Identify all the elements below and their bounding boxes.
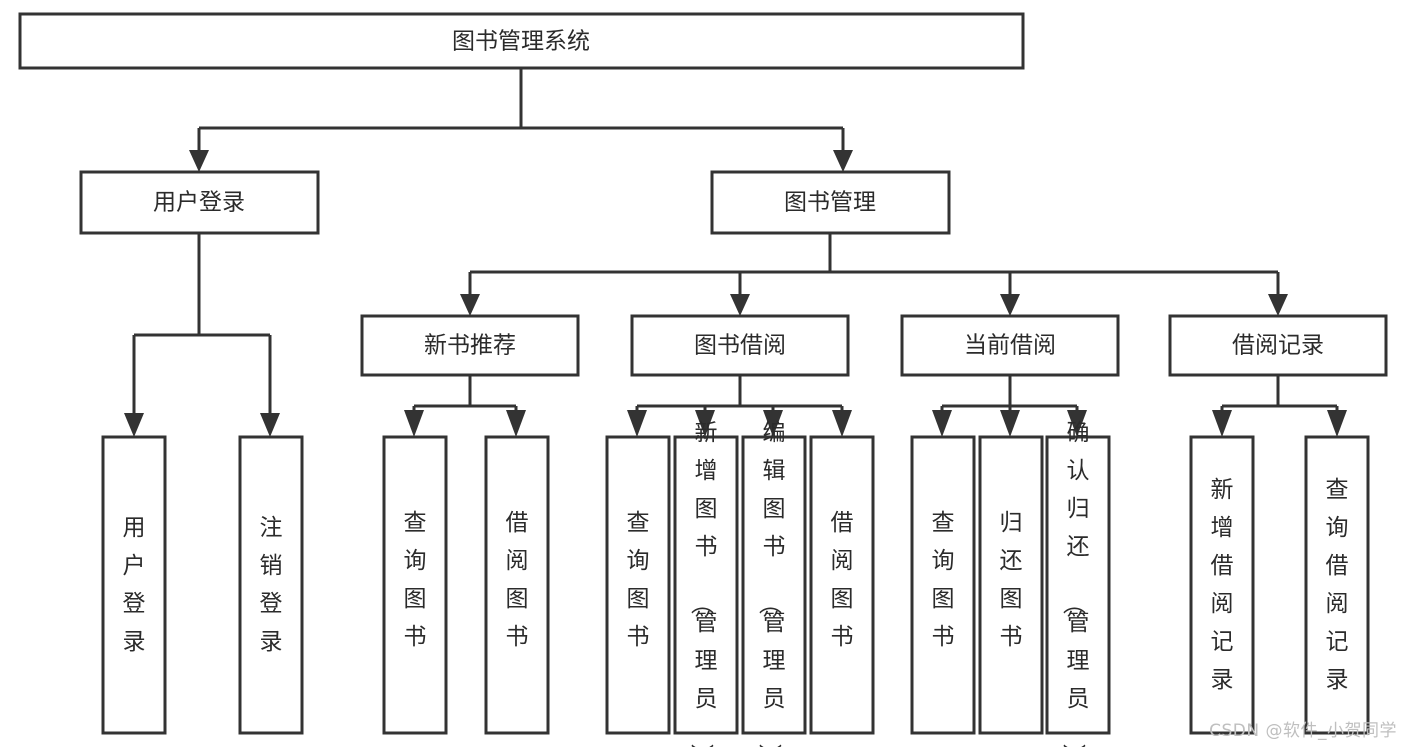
connector-root-to-level2: [189, 68, 853, 172]
node-user-login-label: 用户登录: [153, 190, 245, 216]
node-leaf-query-book-2[interactable]: 查询图书: [605, 435, 671, 735]
node-box[interactable]: [673, 435, 739, 735]
arrow-head-icon: [189, 150, 209, 172]
arrow-head-icon: [932, 410, 952, 437]
node-leaf-query-book-1[interactable]: 查询图书: [382, 435, 448, 735]
node-borrow-record[interactable]: 借阅记录: [1168, 314, 1388, 377]
csdn-watermark: CSDN @软件_小贺同学: [1209, 721, 1397, 741]
node-leaf-add-book-admin-label: 新增图书（管理员）: [689, 420, 718, 747]
arrow-head-icon: [695, 410, 715, 437]
node-leaf-logout-login-label: 注销登录: [260, 515, 283, 655]
node-root[interactable]: 图书管理系统: [18, 12, 1025, 70]
node-box[interactable]: [900, 314, 1120, 377]
node-box[interactable]: [1189, 435, 1255, 735]
arrow-head-icon: [1327, 410, 1347, 437]
arrow-head-icon: [506, 410, 526, 437]
connector-book-management-to-level3: [460, 233, 1288, 316]
node-box[interactable]: [382, 435, 448, 735]
node-leaf-borrow-book-1[interactable]: 借阅图书: [484, 435, 550, 735]
arrow-head-icon: [404, 410, 424, 437]
node-leaf-add-book-admin[interactable]: 新增图书（管理员）: [673, 420, 739, 747]
node-box[interactable]: [630, 314, 850, 377]
node-box[interactable]: [741, 435, 807, 735]
node-leaf-query-borrow-record[interactable]: 查询借阅记录: [1304, 435, 1370, 735]
node-leaf-logout-login[interactable]: 注销登录: [238, 435, 304, 735]
node-box[interactable]: [605, 435, 671, 735]
arrow-head-icon: [1000, 294, 1020, 316]
arrow-head-icon: [460, 294, 480, 316]
connector-borrow-record-to-leaves: [1212, 375, 1347, 437]
arrow-head-icon: [1212, 410, 1232, 437]
node-leaf-query-borrow-record-label: 查询借阅记录: [1326, 477, 1349, 693]
node-user-login[interactable]: 用户登录: [79, 170, 320, 235]
node-box[interactable]: [809, 435, 875, 735]
node-leaf-borrow-book-2-label: 借阅图书: [831, 510, 854, 650]
node-leaf-query-book-3-label: 查询图书: [932, 510, 955, 650]
node-leaf-return-book[interactable]: 归还图书: [978, 435, 1044, 735]
node-leaf-confirm-return-admin[interactable]: 确认归还（管理员）: [1045, 420, 1111, 747]
node-leaf-query-book-3[interactable]: 查询图书: [910, 435, 976, 735]
node-book-management-label: 图书管理: [784, 190, 876, 216]
node-leaf-edit-book-admin[interactable]: 编辑图书（管理员）: [741, 420, 807, 747]
arrow-head-icon: [763, 410, 783, 437]
node-box[interactable]: [79, 170, 320, 235]
node-box[interactable]: [1304, 435, 1370, 735]
node-box[interactable]: [238, 435, 304, 735]
node-book-management[interactable]: 图书管理: [710, 170, 951, 235]
node-root-label: 图书管理系统: [452, 29, 590, 55]
arrow-head-icon: [260, 413, 280, 437]
node-box[interactable]: [484, 435, 550, 735]
node-box[interactable]: [18, 12, 1025, 70]
connector-new-book-recommend-to-leaves: [404, 375, 526, 437]
node-current-borrow-label: 当前借阅: [964, 333, 1056, 359]
node-book-borrow[interactable]: 图书借阅: [630, 314, 850, 377]
arrow-head-icon: [1000, 410, 1020, 437]
node-box[interactable]: [101, 435, 167, 735]
node-leaf-user-login-label: 用户登录: [123, 515, 146, 655]
node-leaf-user-login[interactable]: 用户登录: [101, 435, 167, 735]
connector-current-borrow-to-leaves: [932, 375, 1087, 437]
node-leaf-add-borrow-record[interactable]: 新增借阅记录: [1189, 435, 1255, 735]
connector-user-login-to-leaves: [124, 233, 280, 437]
node-leaf-return-book-label: 归还图书: [1000, 510, 1023, 650]
node-box[interactable]: [910, 435, 976, 735]
arrow-head-icon: [627, 410, 647, 437]
node-current-borrow[interactable]: 当前借阅: [900, 314, 1120, 377]
node-box[interactable]: [360, 314, 580, 377]
arrow-head-icon: [833, 150, 853, 172]
arrow-head-icon: [124, 413, 144, 437]
node-leaf-edit-book-admin-label: 编辑图书（管理员）: [757, 420, 786, 747]
arrow-head-icon: [1067, 410, 1087, 437]
arrow-head-icon: [832, 410, 852, 437]
node-box[interactable]: [1045, 435, 1111, 735]
node-borrow-record-label: 借阅记录: [1232, 333, 1324, 359]
connector-book-borrow-to-leaves: [627, 375, 852, 437]
node-leaf-query-book-1-label: 查询图书: [404, 510, 427, 650]
node-leaf-add-borrow-record-label: 新增借阅记录: [1211, 477, 1234, 693]
node-new-book-recommend-label: 新书推荐: [424, 333, 516, 359]
node-box[interactable]: [710, 170, 951, 235]
node-leaf-borrow-book-1-label: 借阅图书: [506, 510, 529, 650]
node-new-book-recommend[interactable]: 新书推荐: [360, 314, 580, 377]
node-box[interactable]: [978, 435, 1044, 735]
node-box[interactable]: [1168, 314, 1388, 377]
arrow-head-icon: [1268, 294, 1288, 316]
arrow-head-icon: [730, 294, 750, 316]
node-leaf-borrow-book-2[interactable]: 借阅图书: [809, 435, 875, 735]
node-leaf-query-book-2-label: 查询图书: [627, 510, 650, 650]
node-leaf-confirm-return-admin-label: 确认归还（管理员）: [1061, 420, 1090, 747]
node-book-borrow-label: 图书借阅: [694, 333, 786, 359]
